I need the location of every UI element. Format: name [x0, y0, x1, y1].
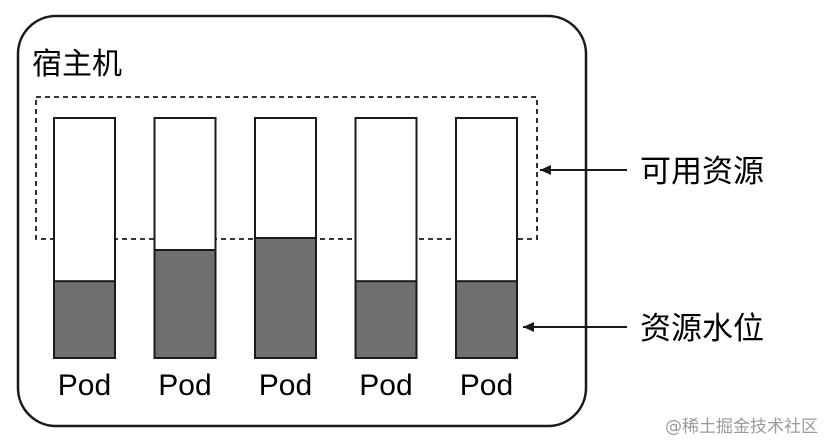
pod-label: Pod	[58, 369, 111, 402]
pods-group: Pod Pod Pod Pod Pod	[53, 117, 518, 402]
pod-watermark-fill	[254, 237, 317, 359]
host-machine-box	[16, 14, 588, 428]
pod-watermark-fill	[354, 280, 418, 360]
pod-watermark-fill	[455, 280, 518, 360]
pod-label: Pod	[460, 369, 513, 402]
host-machine-title: 宿主机	[32, 47, 122, 82]
available-resources-label: 可用资源	[640, 154, 764, 190]
pod-watermark-fill	[53, 280, 116, 360]
site-watermark: @稀土掘金技术社区	[665, 417, 818, 437]
pod-watermark-fill	[153, 249, 217, 359]
resource-watermark-label: 资源水位	[640, 311, 764, 347]
pod-label: Pod	[259, 369, 312, 402]
pod-label: Pod	[359, 369, 412, 402]
pod-label: Pod	[158, 369, 211, 402]
